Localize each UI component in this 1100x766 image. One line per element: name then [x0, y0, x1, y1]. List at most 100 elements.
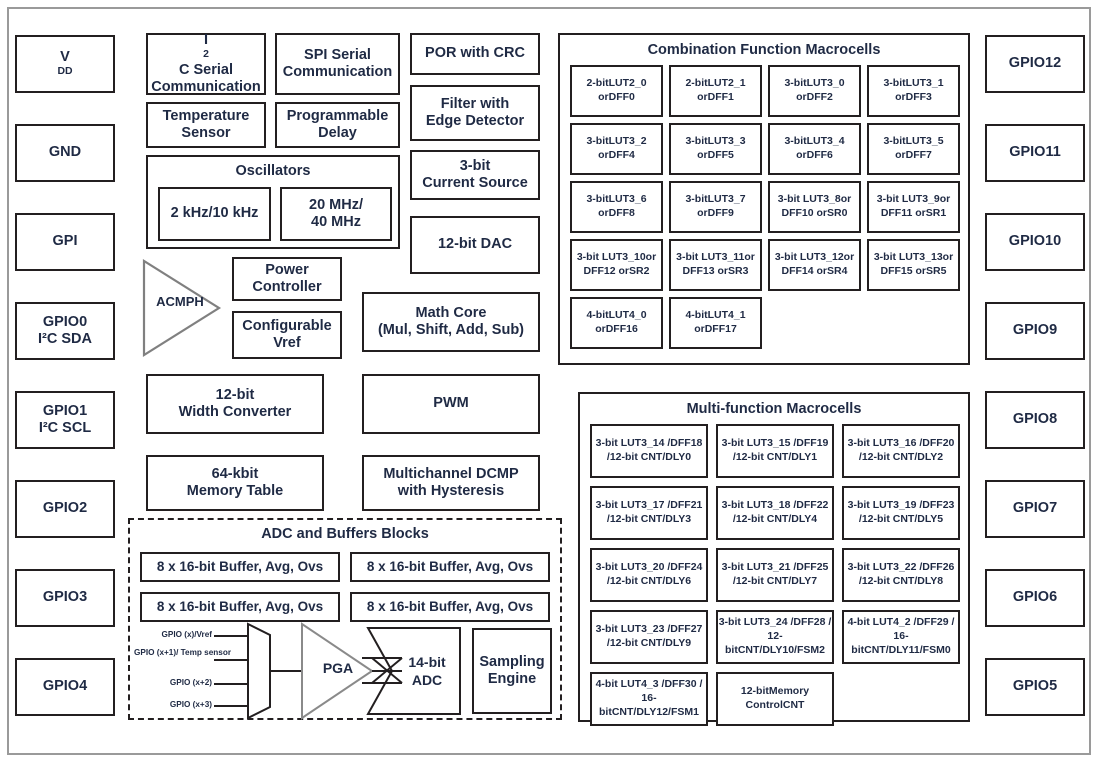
pin-gpio6[interactable]: GPIO6 [985, 569, 1085, 627]
block-oscillator-low-freq[interactable]: 2 kHz/10 kHz [158, 187, 271, 241]
block-buffer-1[interactable]: 8 x 16-bit Buffer, Avg, Ovs [140, 552, 340, 582]
combination-macrocell-4[interactable]: 3-bitLUT3_2 orDFF4 [570, 123, 663, 175]
block-pwm[interactable]: PWM [362, 374, 540, 434]
group-oscillators: Oscillators 2 kHz/10 kHz 20 MHz/ 40 MHz [146, 155, 400, 249]
block-spi-serial-communication[interactable]: SPI Serial Communication [275, 33, 400, 95]
combination-macrocell-9[interactable]: 3-bitLUT3_7 orDFF9 [669, 181, 762, 233]
combination-macrocell-12[interactable]: 3-bit LUT3_10or DFF12 orSR2 [570, 239, 663, 291]
pin-gpio9-label: GPIO9 [1012, 322, 1058, 339]
block-buffer-3[interactable]: 8 x 16-bit Buffer, Avg, Ovs [140, 592, 340, 622]
pin-gpio5[interactable]: GPIO5 [985, 658, 1085, 716]
block-por-with-crc[interactable]: POR with CRC [410, 33, 540, 75]
multifunction-macrocell-8[interactable]: 3-bit LUT3_22 /DFF26 /12-bit CNT/DLY8 [842, 548, 960, 602]
combination-macrocell-9-l1: 3-bit [685, 193, 708, 206]
memtable-line1: 64-kbit [211, 465, 259, 482]
combination-macrocell-10-l3: SR0 [827, 207, 848, 219]
combination-macrocell-7[interactable]: 3-bitLUT3_5 orDFF7 [867, 123, 960, 175]
multifunction-macrocell-9[interactable]: 3-bit LUT3_23 /DFF27 /12-bit CNT/DLY9 [590, 610, 708, 664]
multifunction-macrocell-11-l2: DFF29 / 16-bit [851, 616, 955, 656]
block-width-converter[interactable]: 12-bit Width Converter [146, 374, 324, 434]
block-multichannel-dcmp[interactable]: Multichannel DCMP with Hysteresis [362, 455, 540, 511]
multifunction-macrocell-7[interactable]: 3-bit LUT3_21 /DFF25 /12-bit CNT/DLY7 [716, 548, 834, 602]
combination-macrocell-14[interactable]: 3-bit LUT3_12or DFF14 orSR4 [768, 239, 861, 291]
block-configurable-vref[interactable]: Configurable Vref [232, 311, 342, 359]
pin-gpio12[interactable]: GPIO12 [985, 35, 1085, 93]
multifunction-macrocell-13[interactable]: 12-bitMemory ControlCNT [716, 672, 834, 726]
multifunction-macrocell-0[interactable]: 3-bit LUT3_14 /DFF18 /12-bit CNT/DLY0 [590, 424, 708, 478]
multifunction-macrocell-12[interactable]: 4-bit LUT4_3 /DFF30 / 16-bitCNT/DLY12/FS… [590, 672, 708, 726]
wconv-line2: Width Converter [178, 404, 292, 420]
combination-macrocell-15-l1: 3-bit LUT3_13 [873, 251, 943, 264]
pin-gpio0[interactable]: GPIO0 I²C SDA [15, 302, 115, 360]
combination-macrocell-6[interactable]: 3-bitLUT3_4 orDFF6 [768, 123, 861, 175]
analog-signal-chain [214, 622, 461, 720]
block-oscillator-high-freq[interactable]: 20 MHz/ 40 MHz [280, 187, 392, 241]
mux-input-label-3: GPIO (x+2) [169, 678, 212, 687]
pin-gpio3[interactable]: GPIO3 [15, 569, 115, 627]
block-sampling-engine[interactable]: Sampling Engine [472, 628, 552, 714]
multifunction-macrocell-10[interactable]: 3-bit LUT3_24 /DFF28 / 12-bitCNT/DLY10/F… [716, 610, 834, 664]
adc-line1: 14-bit [408, 654, 446, 670]
combination-macrocell-8[interactable]: 3-bitLUT3_6 orDFF8 [570, 181, 663, 233]
adc-label-group: 14-bit ADC [398, 654, 456, 689]
combination-macrocell-15[interactable]: 3-bit LUT3_13or DFF15 orSR5 [867, 239, 960, 291]
multifunction-macrocells-title: Multi-function Macrocells [686, 401, 862, 417]
combination-macrocell-17-l2: LUT4_1 or [694, 309, 746, 335]
combination-macrocell-3[interactable]: 3-bitLUT3_1 orDFF3 [867, 65, 960, 117]
multifunction-macrocell-3[interactable]: 3-bit LUT3_17 /DFF21 /12-bit CNT/DLY3 [590, 486, 708, 540]
filter-line2: Edge Detector [425, 113, 525, 129]
sampling-line2: Engine [487, 671, 537, 687]
combination-macrocell-17[interactable]: 4-bitLUT4_1 orDFF17 [669, 297, 762, 349]
combination-macrocell-10-l1: 3-bit LUT3_8 [777, 193, 841, 206]
pin-gpio10[interactable]: GPIO10 [985, 213, 1085, 271]
block-current-source[interactable]: 3-bit Current Source [410, 150, 540, 200]
combination-macrocell-1[interactable]: 2-bitLUT2_1 orDFF1 [669, 65, 762, 117]
combination-macrocell-17-l3: DFF17 [704, 323, 737, 335]
combination-macrocell-1-l1: 2-bit [685, 77, 708, 90]
combination-macrocell-9-l3: DFF9 [707, 207, 734, 219]
block-buffer-4[interactable]: 8 x 16-bit Buffer, Avg, Ovs [350, 592, 550, 622]
combination-macrocell-11[interactable]: 3-bit LUT3_9or DFF11 orSR1 [867, 181, 960, 233]
combination-macrocell-10[interactable]: 3-bit LUT3_8or DFF10 orSR0 [768, 181, 861, 233]
block-buffer-2[interactable]: 8 x 16-bit Buffer, Avg, Ovs [350, 552, 550, 582]
block-filter-with-edge-detector[interactable]: Filter with Edge Detector [410, 85, 540, 141]
pin-gpio7[interactable]: GPIO7 [985, 480, 1085, 538]
combination-macrocell-13[interactable]: 3-bit LUT3_11or DFF13 orSR3 [669, 239, 762, 291]
block-power-controller[interactable]: Power Controller [232, 257, 342, 301]
multifunction-macrocell-1[interactable]: 3-bit LUT3_15 /DFF19 /12-bit CNT/DLY1 [716, 424, 834, 478]
pin-gpio4[interactable]: GPIO4 [15, 658, 115, 716]
group-combination-function-macrocells: Combination Function Macrocells 2-bitLUT… [558, 33, 970, 365]
combination-macrocell-4-l1: 3-bit [586, 135, 609, 148]
multifunction-macrocell-11[interactable]: 4-bit LUT4_2 /DFF29 / 16-bitCNT/DLY11/FS… [842, 610, 960, 664]
block-memory-table[interactable]: 64-kbit Memory Table [146, 455, 324, 511]
dcmp-line1: Multichannel DCMP [383, 465, 519, 482]
multifunction-macrocell-1-l1: 3-bit LUT3_15 / [721, 437, 797, 450]
multifunction-macrocell-2[interactable]: 3-bit LUT3_16 /DFF20 /12-bit CNT/DLY2 [842, 424, 960, 478]
block-programmable-delay[interactable]: Programmable Delay [275, 102, 400, 148]
pin-gpio2[interactable]: GPIO2 [15, 480, 115, 538]
combination-macrocell-16[interactable]: 4-bitLUT4_0 orDFF16 [570, 297, 663, 349]
block-math-core[interactable]: Math Core (Mul, Shift, Add, Sub) [362, 292, 540, 352]
multifunction-macrocell-4[interactable]: 3-bit LUT3_18 /DFF22 /12-bit CNT/DLY4 [716, 486, 834, 540]
block-12bit-dac[interactable]: 12-bit DAC [410, 216, 540, 274]
pin-gnd[interactable]: GND [15, 124, 115, 182]
combination-macrocell-5[interactable]: 3-bitLUT3_3 orDFF5 [669, 123, 762, 175]
combination-macrocell-2[interactable]: 3-bitLUT3_0 orDFF2 [768, 65, 861, 117]
pin-gpio1[interactable]: GPIO1 I²C SCL [15, 391, 115, 449]
multifunction-macrocell-5[interactable]: 3-bit LUT3_19 /DFF23 /12-bit CNT/DLY5 [842, 486, 960, 540]
combination-macrocell-0[interactable]: 2-bitLUT2_0 orDFF0 [570, 65, 663, 117]
block-acmph-comparator[interactable]: ACMPH [141, 258, 223, 358]
pin-gpio7-label: GPIO7 [1012, 500, 1058, 517]
pin-gpio11[interactable]: GPIO11 [985, 124, 1085, 182]
multifunction-macrocell-8-l2: DFF26 / [858, 561, 955, 587]
pin-gpi-label: GPI [52, 233, 78, 250]
pin-gpio8[interactable]: GPIO8 [985, 391, 1085, 449]
pin-gpi[interactable]: GPI [15, 213, 115, 271]
pin-gpio1-line1: GPIO1 [42, 402, 88, 419]
block-temperature-sensor[interactable]: Temperature Sensor [146, 102, 266, 148]
multifunction-macrocell-6[interactable]: 3-bit LUT3_20 /DFF24 /12-bit CNT/DLY6 [590, 548, 708, 602]
multifunction-macrocell-13-l2: Memory Control [745, 685, 810, 711]
pin-gpio9[interactable]: GPIO9 [985, 302, 1085, 360]
